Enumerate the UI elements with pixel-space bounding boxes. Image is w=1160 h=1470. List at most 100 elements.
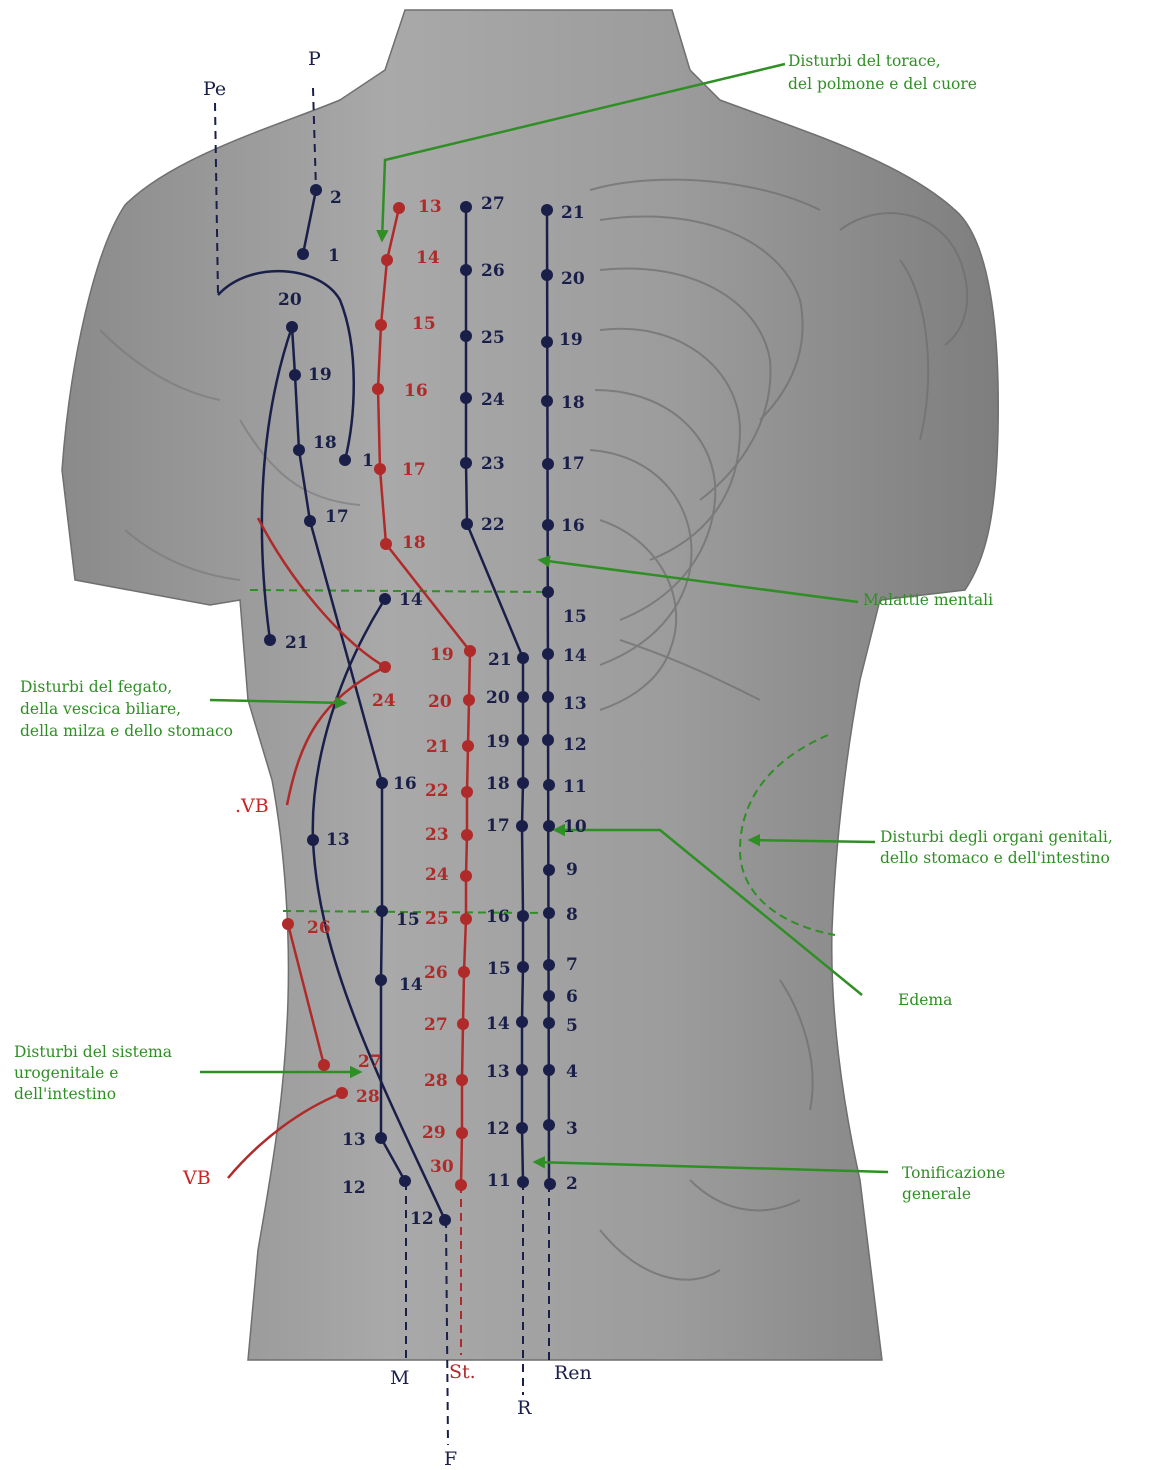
- kidney-point-marker: [516, 1016, 528, 1028]
- stomach-point-label: 16: [404, 381, 428, 401]
- ren-point-marker: [543, 820, 555, 832]
- annotation-torace-line2: del polmone e del cuore: [788, 75, 977, 93]
- ren-point-label: 13: [563, 694, 587, 714]
- ren-point-marker: [543, 779, 555, 791]
- spleen-point-marker: [399, 1175, 411, 1187]
- annotation-tonificazione-line2: generale: [902, 1185, 971, 1203]
- annotation-mentali: Malattie mentali: [863, 591, 993, 609]
- gallbladder-point-marker: [379, 661, 391, 673]
- spleen-point-marker: [375, 1132, 387, 1144]
- stomach-point-marker: [461, 786, 473, 798]
- kidney-point-label: 24: [481, 390, 505, 410]
- kidney-point-label: 12: [486, 1119, 510, 1139]
- kidney-point-marker: [517, 961, 529, 973]
- ren-point-marker: [542, 586, 554, 598]
- meridian-r-label: R: [517, 1397, 532, 1419]
- gallbladder-point-marker: [282, 918, 294, 930]
- annotation-urogenitale-line1: Disturbi del sistema: [14, 1043, 172, 1061]
- spleen-point-label: 12: [342, 1178, 366, 1198]
- stomach-point-label: 25: [425, 909, 449, 929]
- spleen-point-label: 16: [393, 774, 417, 794]
- kidney-point-label: 27: [481, 194, 505, 214]
- spleen-point-marker: [375, 974, 387, 986]
- annotation-genitali-line2: dello stomaco e dell'intestino: [880, 849, 1110, 867]
- stomach-point-label: 22: [425, 781, 449, 801]
- annotation-edema: Edema: [898, 991, 952, 1009]
- ren-point-label: 8: [566, 905, 578, 925]
- ren-point-label: 18: [561, 393, 585, 413]
- spleen-point-label: 13: [342, 1130, 366, 1150]
- ren-point-label: 5: [566, 1016, 578, 1036]
- ren-point-marker: [543, 1017, 555, 1029]
- ren-point-label: 11: [563, 777, 587, 797]
- kidney-point-label: 18: [486, 774, 510, 794]
- stomach-point-marker: [456, 1074, 468, 1086]
- spleen-point-label: 15: [396, 910, 420, 930]
- ren-point-label: 7: [566, 955, 578, 975]
- ren-point-label: 2: [566, 1174, 578, 1194]
- meridian-ren-label: Ren: [554, 1362, 592, 1384]
- stomach-point-marker: [393, 202, 405, 214]
- kidney-point-marker: [460, 392, 472, 404]
- stomach-point-marker: [460, 913, 472, 925]
- lung-point-label: 1: [328, 246, 340, 266]
- ren-point-marker: [543, 959, 555, 971]
- kidney-point-marker: [461, 518, 473, 530]
- stomach-point-label: 24: [425, 865, 449, 885]
- ren-point-label: 17: [561, 454, 585, 474]
- stomach-point-label: 27: [424, 1015, 448, 1035]
- stomach-point-marker: [456, 1127, 468, 1139]
- kidney-point-marker: [460, 457, 472, 469]
- stomach-point-label: 15: [412, 314, 436, 334]
- kidney-point-label: 22: [481, 515, 505, 535]
- kidney-point-marker: [517, 652, 529, 664]
- torso-silhouette: [62, 10, 998, 1360]
- liver-point-marker: [379, 593, 391, 605]
- pericardium-point-marker: [339, 454, 351, 466]
- stomach-point-label: 30: [430, 1157, 454, 1177]
- stomach-point-marker: [381, 254, 393, 266]
- lung-point-marker: [297, 248, 309, 260]
- meridian-m-label: M: [390, 1367, 409, 1389]
- stomach-point-label: 19: [430, 645, 454, 665]
- ren-point-label: 20: [561, 269, 585, 289]
- stomach-point-marker: [455, 1179, 467, 1191]
- stomach-point-label: 29: [422, 1123, 446, 1143]
- spleen-point-label: 18: [313, 433, 337, 453]
- ren-point-label: 21: [561, 203, 585, 223]
- lung-point-marker: [310, 184, 322, 196]
- meridian-vb-lower-label: VB: [182, 1167, 211, 1189]
- kidney-point-label: 14: [486, 1014, 510, 1034]
- ren-point-label: 12: [563, 735, 587, 755]
- spleen-point-marker: [289, 369, 301, 381]
- spleen-point-label: 14: [399, 975, 423, 995]
- kidney-point-marker: [516, 1064, 528, 1076]
- ren-point-label: 6: [566, 987, 578, 1007]
- ren-point-marker: [542, 691, 554, 703]
- liver-point-label: 13: [326, 830, 350, 850]
- ren-point-marker: [542, 734, 554, 746]
- kidney-point-marker: [460, 264, 472, 276]
- liver-point-marker: [307, 834, 319, 846]
- ren-point-label: 10: [563, 817, 587, 837]
- kidney-point-label: 17: [486, 816, 510, 836]
- spleen-point-marker: [286, 321, 298, 333]
- gallbladder-point-marker: [318, 1059, 330, 1071]
- stomach-point-label: 18: [402, 533, 426, 553]
- liver-point-label: 12: [410, 1209, 434, 1229]
- stomach-point-marker: [458, 966, 470, 978]
- kidney-point-label: 13: [486, 1062, 510, 1082]
- ren-point-label: 15: [563, 607, 587, 627]
- stomach-point-label: 28: [424, 1071, 448, 1091]
- annotation-urogenitale-line3: dell'intestino: [14, 1085, 116, 1103]
- annotation-genitali-line1: Disturbi degli organi genitali,: [880, 828, 1113, 846]
- ren-point-marker: [542, 519, 554, 531]
- spleen-point-marker: [376, 777, 388, 789]
- kidney-point-marker: [516, 1122, 528, 1134]
- meridian-st-label: St.: [449, 1361, 476, 1383]
- kidney-point-marker: [517, 691, 529, 703]
- ren-point-label: 9: [566, 860, 578, 880]
- kidney-point-marker: [517, 1176, 529, 1188]
- stomach-point-label: 14: [416, 248, 440, 268]
